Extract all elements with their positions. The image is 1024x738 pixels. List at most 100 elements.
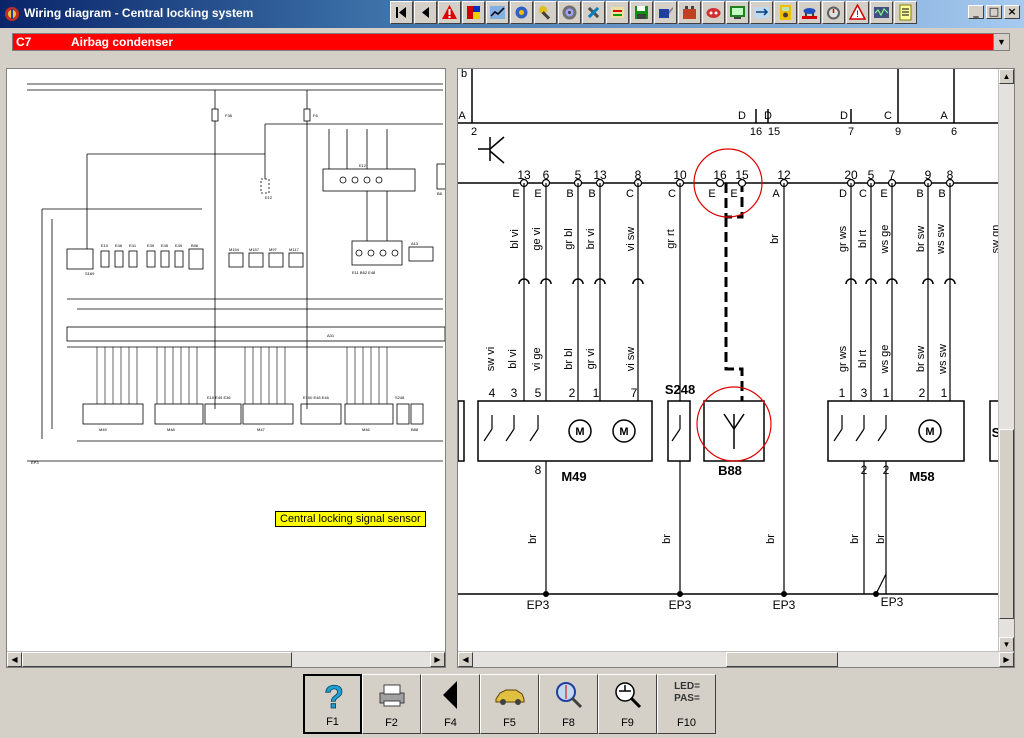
top-pin-number: 16 xyxy=(750,126,762,138)
dropdown-arrow-icon[interactable]: ▼ xyxy=(993,34,1009,50)
svg-text:B96: B96 xyxy=(191,243,199,248)
svg-text:E41: E41 xyxy=(129,243,137,248)
transfer-icon[interactable] xyxy=(750,1,773,24)
svg-text:E12: E12 xyxy=(265,195,273,200)
component-selector[interactable]: C7 Airbag condenser ▼ xyxy=(12,33,1010,51)
detail-hscroll-thumb[interactable] xyxy=(726,652,838,667)
m58-pin: 2 xyxy=(883,463,890,477)
bus-pin-letter: C xyxy=(859,188,867,200)
detail-hscrollbar[interactable]: ◀ ▶ xyxy=(458,651,1014,667)
lower-wire-color-label: br bl xyxy=(563,348,575,369)
bus-pin-number: 10 xyxy=(673,168,687,182)
detail-vscrollbar[interactable]: ▲ ▼ xyxy=(998,69,1014,652)
svg-text:B8: B8 xyxy=(437,191,443,196)
bus-pin-number: 8 xyxy=(947,168,954,182)
monitor-icon[interactable] xyxy=(726,1,749,24)
chart-icon[interactable] xyxy=(486,1,509,24)
previous-page-icon[interactable] xyxy=(414,1,437,24)
svg-text:M48: M48 xyxy=(167,427,176,432)
top-pin-letter: D xyxy=(738,110,746,122)
wire-color-label: br xyxy=(769,234,781,244)
alert-icon[interactable]: ! xyxy=(846,1,869,24)
f8-zoom-button[interactable]: F8 xyxy=(539,674,598,734)
scroll-left-icon[interactable]: ◀ xyxy=(7,652,22,667)
scope-icon[interactable] xyxy=(870,1,893,24)
bus-pin-number: 5 xyxy=(868,168,875,182)
bus-pin-number: 7 xyxy=(889,168,896,182)
scroll-up-icon[interactable]: ▲ xyxy=(999,69,1014,84)
bus-pin-number: 5 xyxy=(575,168,582,182)
f5-car-button[interactable]: F5 xyxy=(480,674,539,734)
f1-help-button[interactable]: ? F1 xyxy=(303,674,362,734)
fuse-icon[interactable] xyxy=(606,1,629,24)
m58-pin: 2 xyxy=(919,386,926,400)
svg-text:E10: E10 xyxy=(101,243,109,248)
top-pin-number: 9 xyxy=(895,126,901,138)
notes-icon[interactable] xyxy=(894,1,917,24)
function-key-bar: ? F1 F2 F4 F5 F8 F9 LED= PAS= F10 xyxy=(303,674,716,734)
lower-wire-color-label: bl rt xyxy=(857,350,869,368)
gear-icon[interactable] xyxy=(510,1,533,24)
component-s248: S248 xyxy=(665,382,695,397)
scroll-right-icon[interactable]: ▶ xyxy=(430,652,445,667)
wire-color-label: vi sw xyxy=(625,227,637,252)
detail-vscroll-thumb[interactable] xyxy=(999,429,1014,619)
warning-icon[interactable] xyxy=(438,1,461,24)
bus-pin-letter: E xyxy=(880,188,887,200)
highlight-circle-pins xyxy=(693,148,763,218)
wire-color-label: gr rt xyxy=(665,229,677,249)
component-tooltip: Central locking signal sensor xyxy=(275,511,426,527)
tools-icon[interactable] xyxy=(582,1,605,24)
overview-hscrollbar[interactable]: ◀ ▶ xyxy=(7,651,445,667)
connector-plug-icon xyxy=(594,278,606,285)
color-icon[interactable] xyxy=(462,1,485,24)
m49-pin: 3 xyxy=(511,386,518,400)
first-page-icon[interactable] xyxy=(390,1,413,24)
car-lift-icon[interactable] xyxy=(798,1,821,24)
multimeter-icon[interactable] xyxy=(774,1,797,24)
timer-icon[interactable] xyxy=(822,1,845,24)
f2-print-button[interactable]: F2 xyxy=(362,674,421,734)
car-icon[interactable] xyxy=(702,1,725,24)
overview-hscroll-thumb[interactable] xyxy=(22,652,292,667)
svg-text:EP3: EP3 xyxy=(31,460,39,465)
bus-pin-number: 9 xyxy=(925,168,932,182)
bus-pin-number: 13 xyxy=(517,168,531,182)
svg-text:E100 E48 E46: E100 E48 E46 xyxy=(303,395,330,400)
f10-led-pas-button[interactable]: LED= PAS= F10 xyxy=(657,674,716,734)
switch-m49-blade xyxy=(483,428,493,442)
scroll-down-icon[interactable]: ▼ xyxy=(999,637,1014,652)
scroll-left-icon[interactable]: ◀ xyxy=(458,652,473,667)
wrench-icon[interactable] xyxy=(534,1,557,24)
toolbar: ! xyxy=(390,1,917,26)
top-pin-number: 15 xyxy=(768,126,780,138)
oilcan-icon[interactable] xyxy=(654,1,677,24)
ground-search-icon xyxy=(615,682,642,709)
scroll-right-icon[interactable]: ▶ xyxy=(999,652,1014,667)
switch-m49-blade xyxy=(529,428,539,442)
m49-pin: 8 xyxy=(535,463,542,477)
connector-plug-icon xyxy=(922,278,934,285)
f4-back-button[interactable]: F4 xyxy=(421,674,480,734)
wire-color-label: br sw xyxy=(915,226,927,252)
bus-pin-number: 16 xyxy=(713,168,727,182)
bus-pin-letter: E xyxy=(512,188,519,200)
f9-ground-search-button[interactable]: F9 xyxy=(598,674,657,734)
svg-text:M154: M154 xyxy=(229,247,240,252)
maximize-button[interactable]: □ xyxy=(986,5,1002,19)
connector-plug-icon xyxy=(886,278,898,285)
close-button[interactable]: × xyxy=(1004,5,1020,19)
disc-icon[interactable] xyxy=(558,1,581,24)
battery-icon[interactable] xyxy=(678,1,701,24)
m49-pin: 2 xyxy=(569,386,576,400)
m58-pin: 2 xyxy=(861,463,868,477)
minimize-button[interactable]: _ xyxy=(968,5,984,19)
ground-point-label: EP3 xyxy=(669,598,692,612)
floppy-icon[interactable] xyxy=(630,1,653,24)
wire-color-label: gr bl xyxy=(563,228,575,249)
bus-pin-letter: A xyxy=(772,188,780,200)
